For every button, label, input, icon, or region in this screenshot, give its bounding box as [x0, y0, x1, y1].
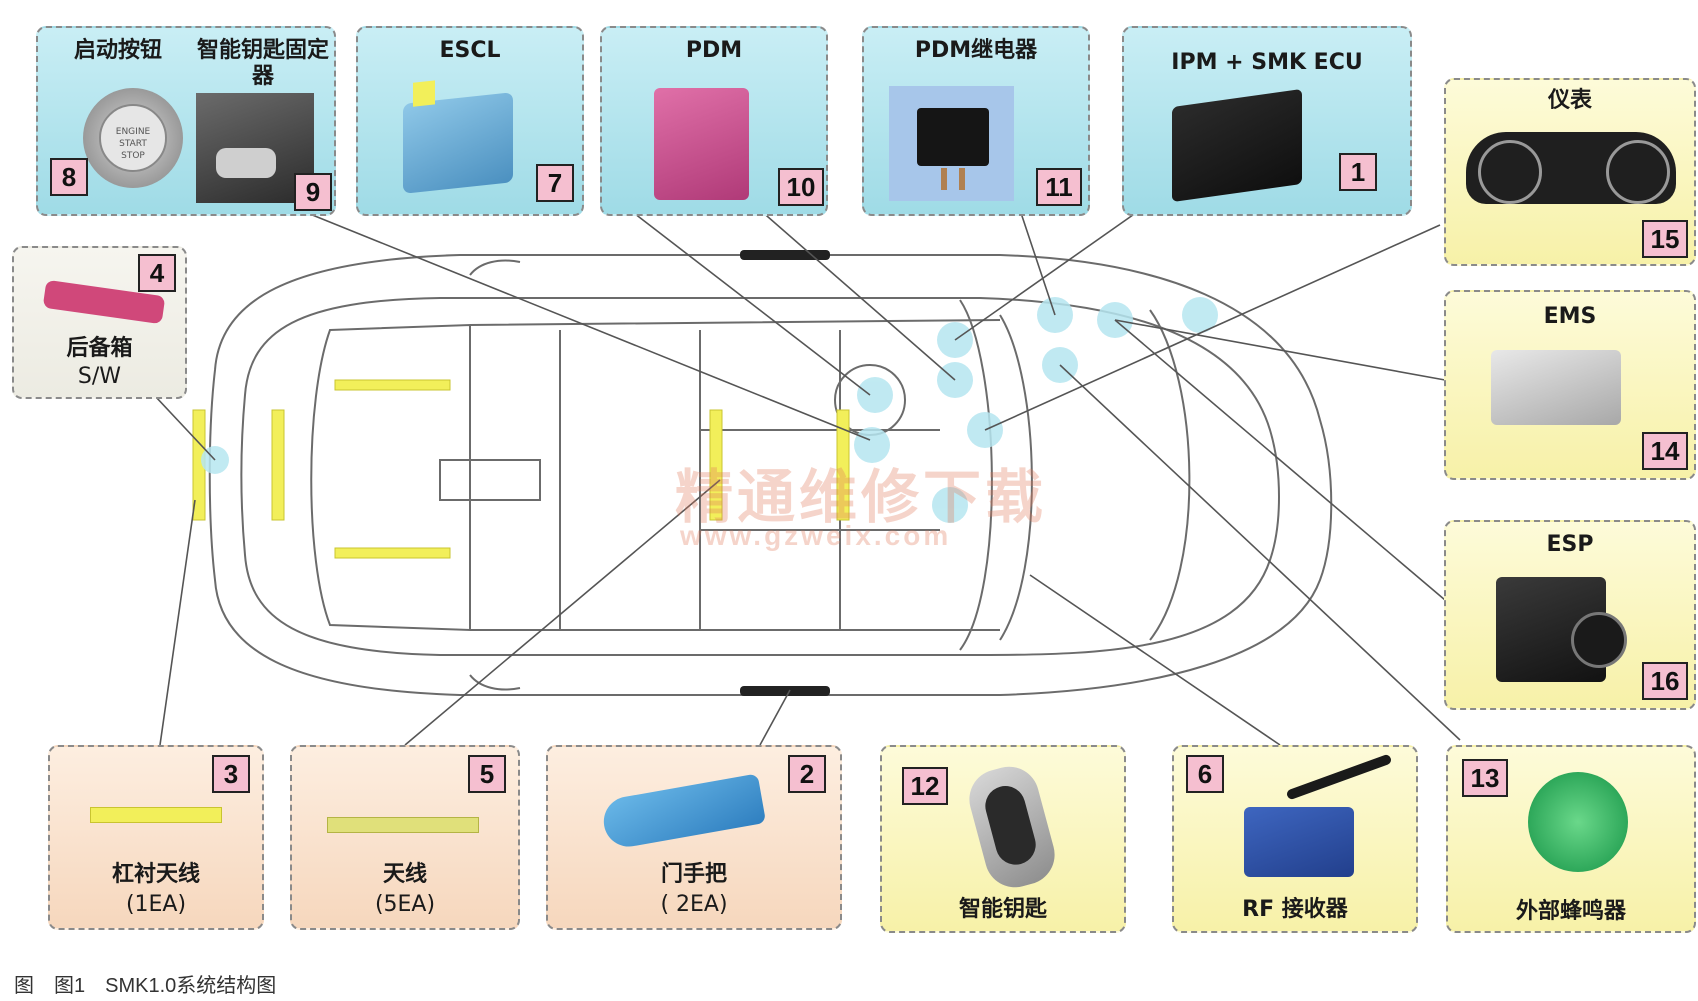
smart-key-image	[962, 759, 1062, 895]
door-handle-bottom	[740, 686, 830, 696]
buzzer-panel: 13 外部蜂鸣器	[1446, 745, 1696, 933]
badge-6: 6	[1186, 755, 1224, 793]
bumper-antenna-title: 杠衬天线	[111, 862, 200, 887]
badge-8: 8	[50, 158, 88, 196]
car-top-view	[208, 254, 1333, 696]
trunk-switch-title: 后备箱	[66, 336, 133, 361]
pdm-relay-title: PDM继电器	[914, 38, 1038, 63]
esp-image	[1496, 577, 1627, 682]
badge-12: 12	[902, 767, 948, 805]
key-holder-title: 智能钥匙固定器	[196, 38, 329, 89]
buzzer-image	[1528, 772, 1628, 872]
caption-prefix: 图	[14, 975, 34, 997]
antenna-panel: 5 天线 (5EA)	[290, 745, 520, 930]
door-handle-title: 门手把	[660, 862, 727, 887]
trunk-switch-panel: 4 后备箱 S/W	[12, 246, 187, 399]
pdm-panel: PDM 10	[600, 26, 828, 216]
ipm-smk-title: IPM + SMK ECU	[1171, 50, 1363, 75]
escl-panel: ESCL 7	[356, 26, 584, 216]
door-handle-top	[740, 250, 830, 260]
watermark-cn: 精通维修下载	[675, 463, 1048, 531]
pdm-title: PDM	[685, 38, 743, 63]
start-button-title: 启动按钮	[73, 38, 162, 63]
bumper-antenna-panel: 3 杠衬天线 (1EA)	[48, 745, 264, 930]
cluster-image	[1466, 132, 1676, 204]
ipm-smk-panel: IPM + SMK ECU 1	[1122, 26, 1412, 216]
trunk-switch-title2: S/W	[77, 364, 122, 389]
badge-5: 5	[468, 755, 506, 793]
rf-antenna-image	[1285, 753, 1393, 801]
door-handle-title2: ( 2EA)	[660, 892, 728, 917]
buzzer-title: 外部蜂鸣器	[1515, 899, 1626, 924]
badge-2: 2	[788, 755, 826, 793]
leader-lines	[139, 209, 1461, 746]
badge-3: 3	[212, 755, 250, 793]
watermark-url: www.gzweix.com	[680, 520, 952, 551]
ems-panel: EMS 14	[1444, 290, 1696, 480]
pdm-relay-image	[889, 86, 1014, 201]
smart-key-title: 智能钥匙	[958, 897, 1047, 922]
start-button-text-3: STOP	[121, 151, 145, 161]
start-button-image: ENGINE START STOP	[83, 88, 183, 188]
antenna-mark	[709, 409, 723, 521]
antenna-title: 天线	[382, 862, 427, 887]
ipm-smk-image	[1172, 88, 1302, 203]
esp-title: ESP	[1546, 532, 1594, 557]
escl-title: ESCL	[439, 38, 501, 63]
badge-16: 16	[1642, 662, 1688, 700]
ems-title: EMS	[1543, 304, 1597, 329]
antenna-title2: (5EA)	[374, 892, 436, 917]
antenna-image	[327, 817, 479, 833]
start-button-text-2: START	[119, 139, 147, 149]
smart-key-panel: 12 智能钥匙	[880, 745, 1126, 933]
antenna-mark	[836, 409, 850, 521]
ems-image	[1491, 350, 1621, 425]
bumper-antenna-image	[90, 807, 222, 823]
door-handle-panel: 2 门手把 ( 2EA)	[546, 745, 842, 930]
pdm-relay-panel: PDM继电器 11	[862, 26, 1090, 216]
antenna-mark	[271, 409, 285, 521]
caption-text: SMK1.0系统结构图	[105, 975, 277, 997]
car-antennas	[192, 379, 850, 559]
badge-13: 13	[1462, 759, 1508, 797]
door-handle-image	[599, 773, 767, 851]
cluster-panel: 仪表 15	[1444, 78, 1696, 266]
badge-1: 1	[1339, 153, 1377, 191]
badge-10: 10	[778, 168, 824, 206]
badge-4: 4	[138, 254, 176, 292]
badge-11: 11	[1036, 168, 1082, 206]
cluster-title: 仪表	[1547, 88, 1592, 113]
rf-receiver-image	[1244, 807, 1354, 877]
pdm-image	[654, 88, 749, 200]
badge-9: 9	[294, 173, 332, 211]
start-button-text-1: ENGINE	[115, 127, 151, 137]
rf-receiver-panel: 6 RF 接收器	[1172, 745, 1418, 933]
antenna-mark	[334, 547, 451, 559]
badge-15: 15	[1642, 220, 1688, 258]
start-button-panel: 启动按钮 智能钥匙固定器 ENGINE START STOP 8 9	[36, 26, 336, 216]
antenna-mark	[334, 379, 451, 391]
esp-panel: ESP 16	[1444, 520, 1696, 710]
badge-7: 7	[536, 164, 574, 202]
figure-caption: 图图1 SMK1.0系统结构图	[14, 969, 296, 998]
bumper-antenna-title2: (1EA)	[125, 892, 187, 917]
rf-receiver-title: RF 接收器	[1242, 897, 1348, 922]
badge-14: 14	[1642, 432, 1688, 470]
escl-image	[403, 80, 513, 194]
caption-fig: 图1	[54, 975, 86, 997]
